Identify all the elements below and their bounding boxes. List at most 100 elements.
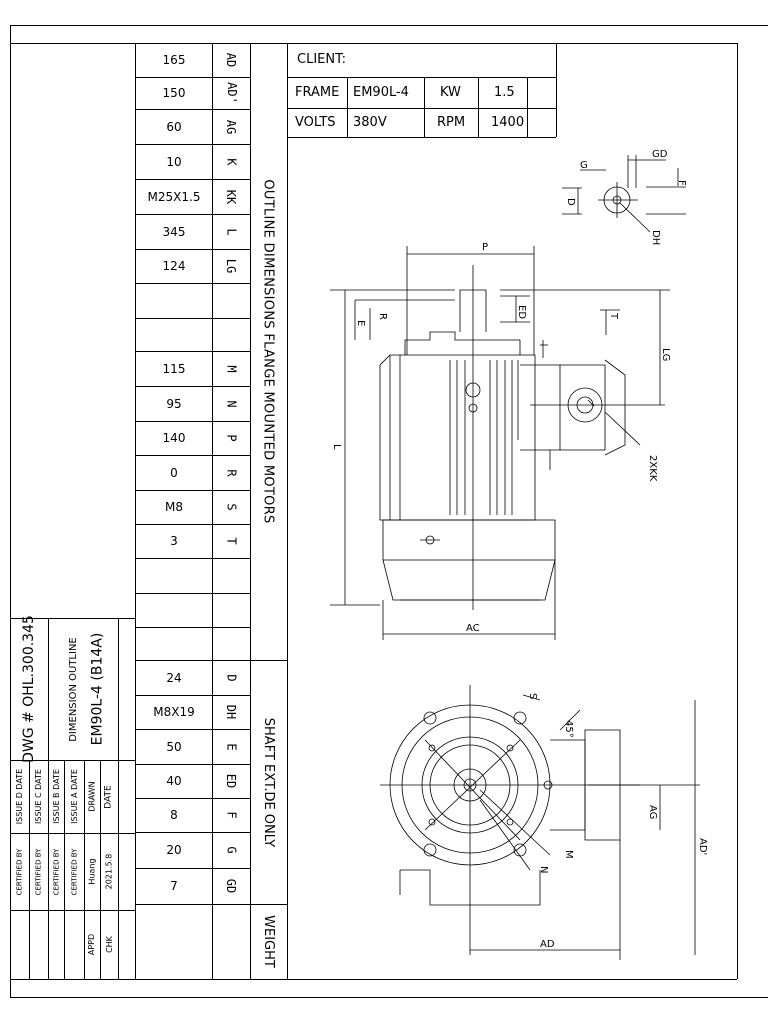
dim-row-line bbox=[136, 593, 250, 594]
label-ad: AD bbox=[540, 939, 555, 950]
dim-key-label: R bbox=[224, 468, 239, 477]
dim-row-line bbox=[136, 214, 250, 215]
dim-value: 0 bbox=[170, 465, 178, 480]
label-l: L bbox=[331, 444, 342, 450]
client-vline-4 bbox=[527, 77, 528, 137]
dim-value: 165 bbox=[162, 53, 186, 67]
chk-label: CHK bbox=[104, 936, 114, 953]
shaft-key: GD bbox=[213, 868, 250, 904]
frame-left bbox=[10, 25, 11, 997]
dim-row-line bbox=[136, 109, 250, 110]
dim-key bbox=[213, 318, 250, 351]
dim-value bbox=[136, 558, 212, 593]
date-label: DATE bbox=[104, 784, 115, 809]
label-gd: GD bbox=[652, 149, 668, 160]
subtitle: DIMENSION OUTLINE bbox=[67, 636, 79, 742]
dim-row-line bbox=[136, 490, 250, 491]
shaft-row-line bbox=[136, 832, 250, 833]
shaft-key-label: GD bbox=[224, 878, 239, 894]
label-f: F bbox=[676, 180, 687, 186]
shaft-value: 20 bbox=[166, 843, 182, 857]
tb-hline-2 bbox=[10, 760, 135, 761]
frame-label: FRAME bbox=[295, 85, 340, 100]
dim-value: 10 bbox=[166, 154, 182, 169]
tb-vline-5 bbox=[100, 760, 101, 979]
dim-value: 60 bbox=[166, 119, 182, 134]
tb-hline-4 bbox=[10, 910, 135, 911]
shaft-key: ED bbox=[213, 764, 250, 798]
dim-value: 150 bbox=[162, 86, 186, 100]
dim-key: AD' bbox=[213, 77, 250, 109]
client-vline-2 bbox=[424, 77, 425, 137]
client-line-2 bbox=[288, 108, 556, 109]
issue-d: ISSUE D DATE bbox=[15, 768, 25, 825]
label-n: N bbox=[538, 866, 549, 873]
dim-key-label: K bbox=[224, 157, 239, 166]
dim-row-line bbox=[136, 249, 250, 250]
dim-row-line bbox=[136, 558, 250, 559]
dim-value: 140 bbox=[162, 431, 186, 445]
tb-vline-4 bbox=[84, 760, 85, 979]
dim-key: KK bbox=[213, 179, 250, 214]
dim-key-label: AD bbox=[224, 52, 239, 68]
kw-label: KW bbox=[440, 85, 461, 100]
dim-key-label: S bbox=[224, 503, 239, 511]
dim-key-label: T bbox=[224, 537, 239, 545]
bottom-border bbox=[10, 997, 768, 998]
dim-row-line bbox=[136, 627, 250, 628]
tb-vline-1 bbox=[118, 618, 119, 979]
label-adp: AD' bbox=[697, 838, 708, 855]
tb-hline bbox=[10, 618, 135, 619]
dim-row-line bbox=[136, 660, 250, 661]
dim-value: 115 bbox=[162, 361, 186, 376]
shaft-value: 7 bbox=[170, 879, 178, 893]
drawn-label: DRAWN bbox=[87, 781, 97, 812]
dim-row-line bbox=[136, 283, 250, 284]
shaft-value: M8X19 bbox=[153, 705, 195, 719]
label-ed: ED bbox=[516, 305, 527, 319]
table-col-3 bbox=[250, 43, 251, 979]
dim-key: LG bbox=[213, 249, 250, 283]
dim-value: M8 bbox=[165, 500, 183, 514]
rpm-value: 1400 bbox=[491, 115, 525, 130]
volts-value: 380V bbox=[353, 115, 387, 130]
dim-value: 345 bbox=[162, 224, 186, 239]
model-title: EM90L-4 (B14A) bbox=[89, 632, 105, 746]
dim-key-label: LG bbox=[224, 258, 239, 274]
shaft-key: DH bbox=[213, 695, 250, 729]
dim-key bbox=[213, 558, 250, 593]
issue-c: ISSUE C DATE bbox=[34, 769, 44, 824]
dim-key: T bbox=[213, 524, 250, 558]
label-ag: AG bbox=[647, 805, 658, 819]
shaft-end-view bbox=[562, 155, 686, 233]
dim-key-label: KK bbox=[224, 189, 239, 204]
volts-label: VOLTS bbox=[295, 115, 336, 130]
dim-value: 124 bbox=[162, 259, 186, 273]
label-g: G bbox=[580, 160, 588, 171]
dim-row-line bbox=[136, 524, 250, 525]
issue-a: ISSUE A DATE bbox=[69, 769, 79, 824]
dim-key: K bbox=[213, 144, 250, 179]
tb-vline-2 bbox=[29, 760, 30, 979]
dim-row-line bbox=[136, 455, 250, 456]
dim-key: P bbox=[213, 421, 250, 455]
dim-value: M25X1.5 bbox=[147, 189, 201, 204]
tb-vline-0 bbox=[48, 618, 49, 979]
issue-b: ISSUE B DATE bbox=[51, 769, 61, 824]
dim-key: S bbox=[213, 490, 250, 524]
label-e: E bbox=[355, 320, 366, 326]
shaft-row-line bbox=[136, 904, 250, 905]
dwg-number: DWG # OHL.300.345 bbox=[21, 615, 38, 763]
shaft-row-line bbox=[136, 868, 250, 869]
shaft-key: F bbox=[213, 798, 250, 832]
client-vline-1 bbox=[347, 77, 348, 137]
shaft-value: 50 bbox=[166, 739, 182, 754]
label-r: R bbox=[377, 313, 388, 320]
frame-right bbox=[737, 43, 738, 979]
label-d: D bbox=[565, 198, 576, 206]
dim-key-label: P bbox=[224, 434, 239, 442]
dim-key-label: M bbox=[224, 364, 239, 373]
shaft-key: D bbox=[213, 660, 250, 695]
dim-row-line bbox=[136, 179, 250, 180]
shaft-key: G bbox=[213, 832, 250, 868]
